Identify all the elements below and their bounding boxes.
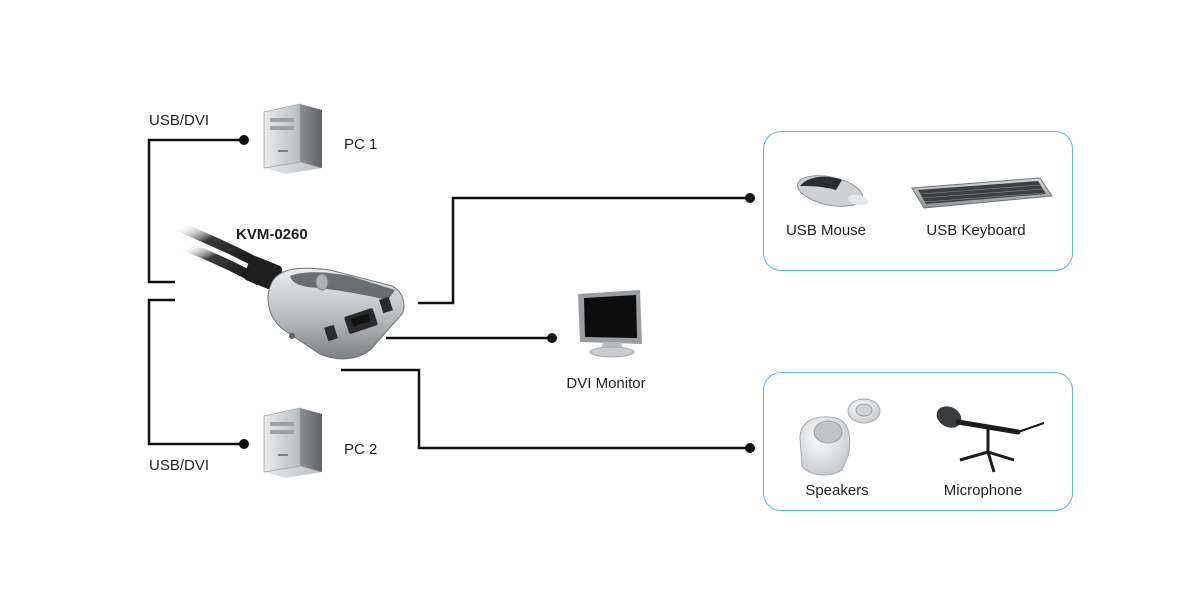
pc2-label: PC 2: [344, 441, 378, 458]
kvm-model-label: KVM-0260: [236, 226, 308, 243]
input-connector-dot: [745, 193, 755, 203]
audio-connector-dot: [745, 443, 755, 453]
pc2-connector-dot: [239, 439, 249, 449]
microphone-label: Microphone: [943, 482, 1023, 499]
speakers-icon-overlay: [799, 398, 881, 476]
kvm-switch-device: [173, 221, 405, 360]
pc2-tower-icon: [263, 407, 322, 478]
usb-keyboard-label: USB Keyboard: [926, 222, 1026, 239]
monitor-connector-dot: [547, 333, 557, 343]
connection-lines: [147, 138, 750, 450]
microphone-icon-overlay: [936, 406, 1045, 473]
pc1-cable-line: [147, 138, 244, 284]
speakers-label: Speakers: [805, 482, 869, 499]
pc1-connection-label: USB/DVI: [149, 112, 210, 129]
dvi-monitor-icon: [578, 290, 642, 358]
pc2-connection-label: USB/DVI: [149, 457, 210, 474]
usb-mouse-icon-overlay: [797, 175, 868, 207]
usb-mouse-label: USB Mouse: [785, 222, 867, 239]
pc2-cable-line: [147, 298, 244, 446]
pc1-label: PC 1: [344, 136, 378, 153]
audio-devices-line: [341, 368, 750, 450]
pc1-tower-icon: [263, 103, 322, 174]
usb-keyboard-icon-overlay: [911, 177, 1053, 209]
pc1-connector-dot: [239, 135, 249, 145]
connection-dots: [239, 135, 755, 453]
monitor-label: DVI Monitor: [566, 375, 646, 392]
input-devices-line: [418, 196, 750, 305]
